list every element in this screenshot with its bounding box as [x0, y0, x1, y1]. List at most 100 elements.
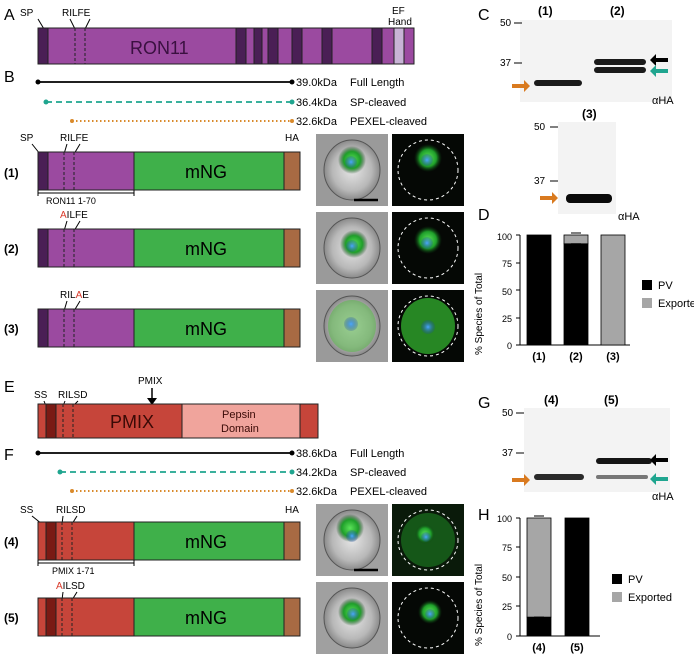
chart-d-bar-exported-2: [563, 234, 589, 245]
rilfe-label: RILFE: [62, 8, 91, 19]
sp-cleaved-label: SP-cleaved: [350, 97, 406, 109]
panel-label-e: E: [4, 379, 15, 396]
chart-d-legend-exported: Exported: [658, 298, 694, 310]
chart-d-xtick: (3): [606, 351, 620, 363]
sp-cleaved-kda: 36.4kDa: [296, 97, 338, 109]
full-length-kda: 39.0kDa: [296, 77, 338, 89]
svg-text:mNG: mNG: [185, 319, 227, 339]
svg-text:RILSD: RILSD: [58, 390, 87, 401]
panel-label-b: B: [4, 69, 15, 86]
svg-text:mNG: mNG: [185, 532, 227, 552]
chart-d-bar-pv-1: [526, 234, 552, 346]
svg-text:Pepsin: Pepsin: [222, 409, 256, 421]
chart-d-ytick: 100: [497, 232, 512, 242]
western-blot-g: 50 37 αHA: [502, 408, 674, 503]
ron-length-lines: 39.0kDa Full Length 36.4kDa SP-cleaved 3…: [35, 77, 427, 128]
construct-1: SP RILFE HA (1) mNG RON11 1-70: [4, 133, 301, 206]
svg-text:37: 37: [534, 176, 546, 187]
chart-d-legend-pv-swatch: [642, 280, 652, 290]
svg-text:38.6kDa: 38.6kDa: [296, 448, 338, 460]
svg-text:SP-cleaved: SP-cleaved: [350, 467, 406, 479]
chart-d-ytick: 75: [502, 259, 512, 269]
chart-d-xtick: (1): [532, 351, 546, 363]
sp-label: SP: [20, 8, 34, 19]
ron11-label: RON11: [130, 38, 189, 58]
svg-text:RILAE: RILAE: [60, 290, 89, 301]
svg-text:(1): (1): [4, 166, 19, 180]
chart-h-bar-exported-1: [526, 517, 552, 618]
construct-4: SS RILSD HA (4) mNG PMIX 1-71: [4, 505, 301, 576]
construct-2: AILFE (2) mNG: [4, 210, 301, 268]
chart-h-yticks: 0 25 50 75 100: [497, 514, 520, 642]
svg-text:mNG: mNG: [185, 608, 227, 628]
svg-text:(5): (5): [4, 611, 19, 625]
svg-text:HA: HA: [285, 505, 299, 516]
microscopy-b: [316, 134, 464, 362]
svg-text:(3): (3): [4, 322, 19, 336]
svg-text:mNG: mNG: [185, 162, 227, 182]
chart-d-yticks: 0 25 50 75 100: [497, 232, 520, 351]
chart-h-legend-pv-swatch: [612, 574, 622, 584]
svg-text:34.2kDa: 34.2kDa: [296, 467, 338, 479]
chart-h-ytick: 75: [502, 543, 512, 553]
svg-text:PMIX 1-71: PMIX 1-71: [52, 566, 95, 576]
western-blot-c: 50 37 αHA: [500, 18, 674, 107]
pexel-cleaved-kda: 32.6kDa: [296, 116, 338, 128]
svg-text:(1): (1): [538, 4, 553, 18]
svg-text:mNG: mNG: [185, 239, 227, 259]
svg-text:50: 50: [534, 122, 546, 133]
panel-label-h: H: [478, 507, 490, 524]
pmix-diagram: PMIX Pepsin Domain: [37, 403, 319, 439]
svg-text:SS: SS: [20, 505, 34, 516]
construct-3: RILAE (3) mNG: [4, 290, 301, 348]
panel-label-g: G: [478, 395, 490, 412]
svg-text:PMIX: PMIX: [138, 376, 163, 387]
chart-d-bar-pv-2: [563, 243, 589, 346]
chart-h-ytick: 50: [502, 573, 512, 583]
svg-text:37: 37: [500, 58, 512, 69]
svg-text:37: 37: [502, 448, 514, 459]
chart-h: % Species of Total 0 25 50 75 100 (4) (5…: [474, 514, 672, 654]
svg-text:RILSD: RILSD: [56, 505, 85, 516]
chart-d-ylabel: % Species of Total: [474, 273, 485, 355]
panel-label-d: D: [478, 207, 490, 224]
panel-label-a: A: [4, 7, 15, 24]
svg-text:Full Length: Full Length: [350, 448, 404, 460]
svg-text:PEXEL-cleaved: PEXEL-cleaved: [350, 486, 427, 498]
svg-text:(3): (3): [582, 107, 597, 121]
svg-text:32.6kDa: 32.6kDa: [296, 486, 338, 498]
svg-text:Domain: Domain: [221, 423, 259, 435]
chart-h-ytick: 25: [502, 602, 512, 612]
full-length-label: Full Length: [350, 77, 404, 89]
pexel-cleaved-label: PEXEL-cleaved: [350, 116, 427, 128]
svg-text:SS: SS: [34, 390, 48, 401]
svg-text:50: 50: [500, 18, 512, 29]
svg-text:(2): (2): [610, 4, 625, 18]
pmix-length-lines: 38.6kDa Full Length 34.2kDa SP-cleaved 3…: [35, 448, 427, 498]
svg-text:αHA: αHA: [652, 491, 674, 503]
ef-hand-label-2: Hand: [388, 17, 412, 28]
svg-text:AILFE: AILFE: [60, 210, 88, 221]
chart-h-legend-exported-swatch: [612, 592, 622, 602]
chart-h-xtick: (4): [532, 642, 546, 654]
svg-text:PMIX: PMIX: [110, 412, 154, 432]
chart-h-xtick: (5): [570, 642, 584, 654]
panel-label-c: C: [478, 7, 490, 24]
svg-text:αHA: αHA: [618, 211, 640, 223]
ron11-diagram: RON11: [37, 27, 415, 65]
chart-h-ylabel: % Species of Total: [474, 564, 485, 646]
chart-h-ytick: 0: [507, 632, 512, 642]
svg-text:αHA: αHA: [652, 95, 674, 107]
svg-text:(4): (4): [544, 393, 559, 407]
chart-d-ytick: 25: [502, 314, 512, 324]
ef-hand-label-1: EF: [392, 6, 405, 17]
svg-text:50: 50: [502, 408, 514, 419]
svg-text:AILSD: AILSD: [56, 581, 85, 592]
chart-h-ytick: 100: [497, 514, 512, 524]
svg-text:(2): (2): [4, 242, 19, 256]
svg-text:RILFE: RILFE: [60, 133, 89, 144]
chart-h-legend-exported: Exported: [628, 592, 672, 604]
chart-d-ytick: 50: [502, 287, 512, 297]
chart-d-xtick: (2): [569, 351, 583, 363]
panel-label-f: F: [4, 447, 14, 464]
